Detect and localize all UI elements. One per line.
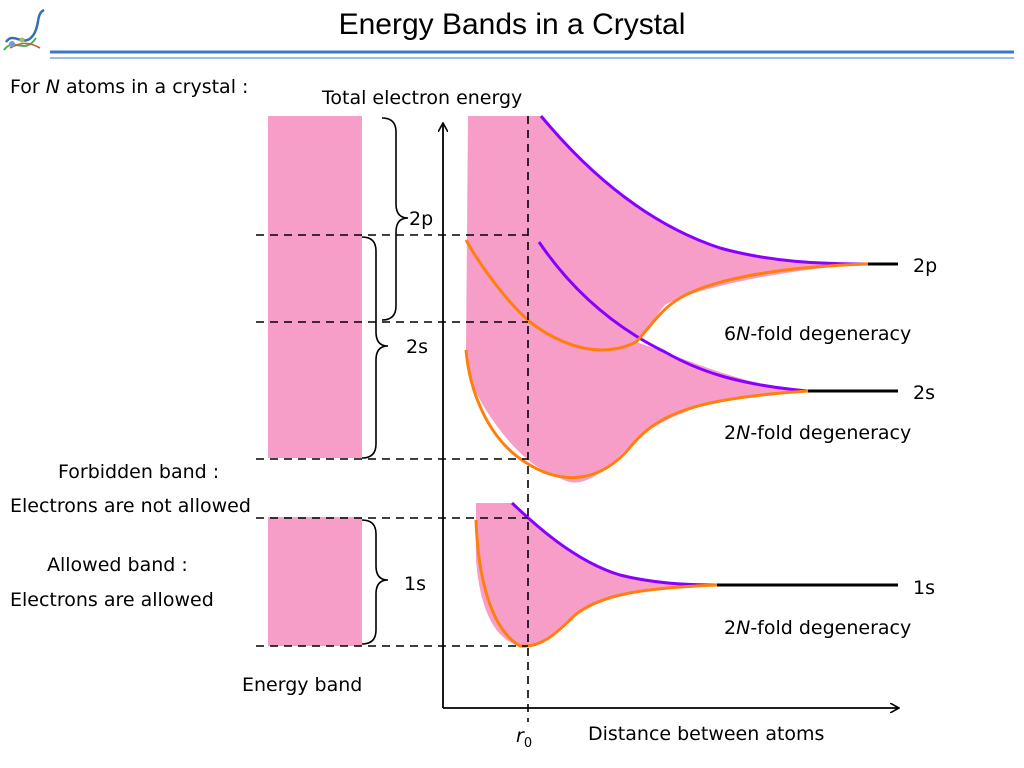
brace-2p (381, 117, 409, 321)
x-axis-label: Distance between atoms (588, 723, 824, 745)
forbidden-band-desc: Electrons are not allowed (10, 495, 251, 517)
brace-label-2s: 2s (406, 336, 428, 358)
dna-helix-logo-icon (3, 8, 45, 51)
band-region-upper (466, 116, 868, 483)
brace-1s (361, 519, 389, 645)
curve-1s-lower (474, 519, 718, 648)
curve-2s-lower (464, 349, 809, 480)
forbidden-band-label: Forbidden band : (58, 461, 219, 483)
brace-label-2p: 2p (409, 208, 433, 230)
level-label-2p: 2p (913, 255, 937, 277)
degeneracy-2s: 2N-fold degeneracy (724, 422, 911, 444)
allowed-band-desc: Electrons are allowed (10, 589, 214, 611)
energy-band-rect-upper (268, 116, 362, 458)
level-label-2s: 2s (913, 382, 935, 404)
level-label-1s: 1s (913, 577, 935, 599)
allowed-band-label: Allowed band : (47, 554, 188, 576)
brace-label-1s: 1s (404, 573, 426, 595)
curve-1s-upper (510, 501, 718, 587)
brace-2s (361, 236, 389, 459)
r0-label: r0 (516, 725, 532, 751)
intro-text: For N atoms in a crystal : (10, 76, 248, 98)
degeneracy-2p: 6N-fold degeneracy (724, 323, 911, 345)
dashed-guides (256, 116, 529, 722)
energy-band-rect-1s (268, 517, 362, 646)
slide-title: Energy Bands in a Crystal (338, 8, 686, 41)
band-region-1s (476, 503, 717, 646)
degeneracy-1s: 2N-fold degeneracy (724, 617, 911, 639)
energy-band-label: Energy band (242, 674, 362, 696)
curve-2p-upper (539, 115, 869, 266)
curve-2p-lower (464, 239, 869, 352)
header-rule (50, 50, 1014, 59)
curve-2s-upper (537, 241, 809, 393)
y-axis-label: Total electron energy (321, 87, 522, 109)
